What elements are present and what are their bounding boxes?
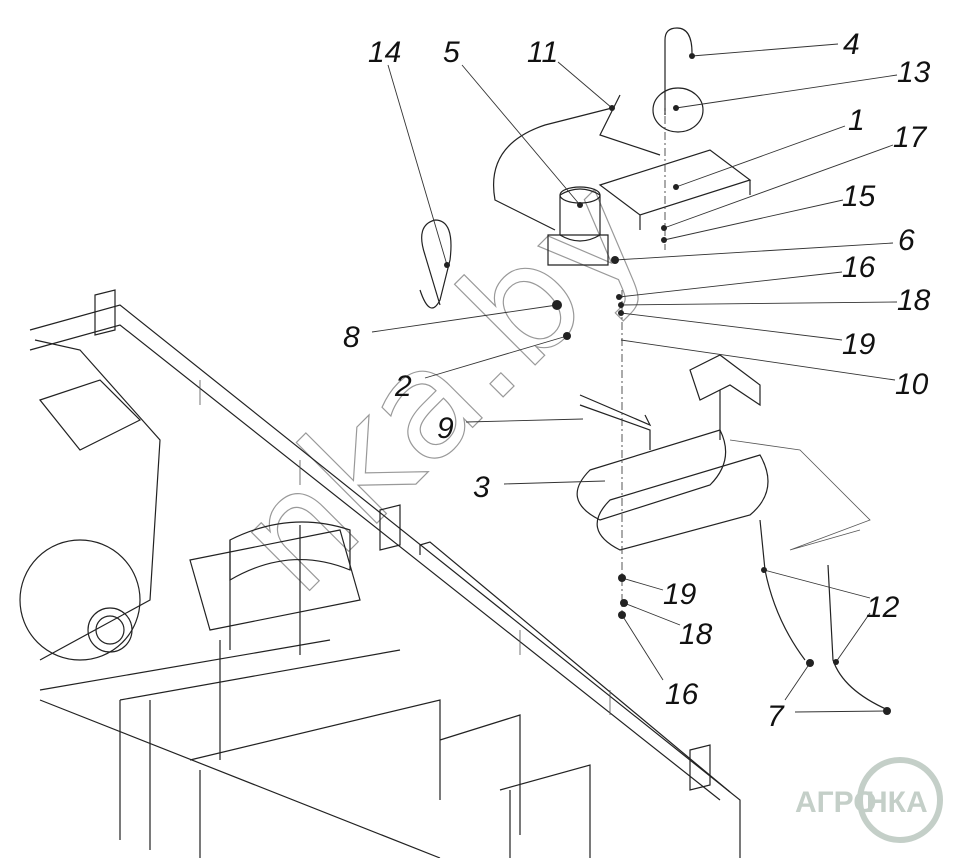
callout-19: 19 [842, 328, 876, 361]
callout-1: 1 [848, 104, 865, 137]
logo-left-text: АГРО [795, 786, 877, 819]
engine-assembly [19, 339, 351, 661]
callout-16-lower: 16 [665, 678, 699, 711]
agronka-logo: АГРО НКА [795, 757, 943, 843]
logo-right-text: НКА [866, 786, 928, 819]
chassis-frame [29, 289, 741, 858]
callout-2: 2 [394, 370, 412, 403]
tubes [419, 27, 889, 711]
callout-13: 13 [897, 56, 931, 89]
callout-16: 16 [842, 251, 876, 284]
callout-15: 15 [842, 180, 876, 213]
watermark-text: nka.by [202, 147, 681, 626]
callout-14: 14 [368, 36, 401, 69]
callout-9: 9 [437, 412, 454, 445]
leader-dots [444, 53, 891, 715]
callout-18-lower: 18 [679, 618, 713, 651]
callout-18: 18 [897, 284, 931, 317]
callout-8: 8 [343, 321, 360, 354]
callout-17: 17 [893, 121, 928, 154]
leader-lines [371, 43, 898, 713]
air-tanks [576, 354, 871, 551]
callout-7: 7 [767, 700, 785, 733]
callout-3: 3 [473, 471, 490, 504]
callout-6: 6 [898, 224, 915, 257]
callout-12: 12 [866, 591, 900, 624]
callout-4: 4 [843, 28, 860, 61]
callout-11: 11 [527, 36, 558, 69]
callout-10: 10 [895, 368, 929, 401]
small-receiver [599, 87, 704, 156]
callout-19-lower: 19 [663, 578, 697, 611]
callout-5: 5 [443, 36, 460, 69]
